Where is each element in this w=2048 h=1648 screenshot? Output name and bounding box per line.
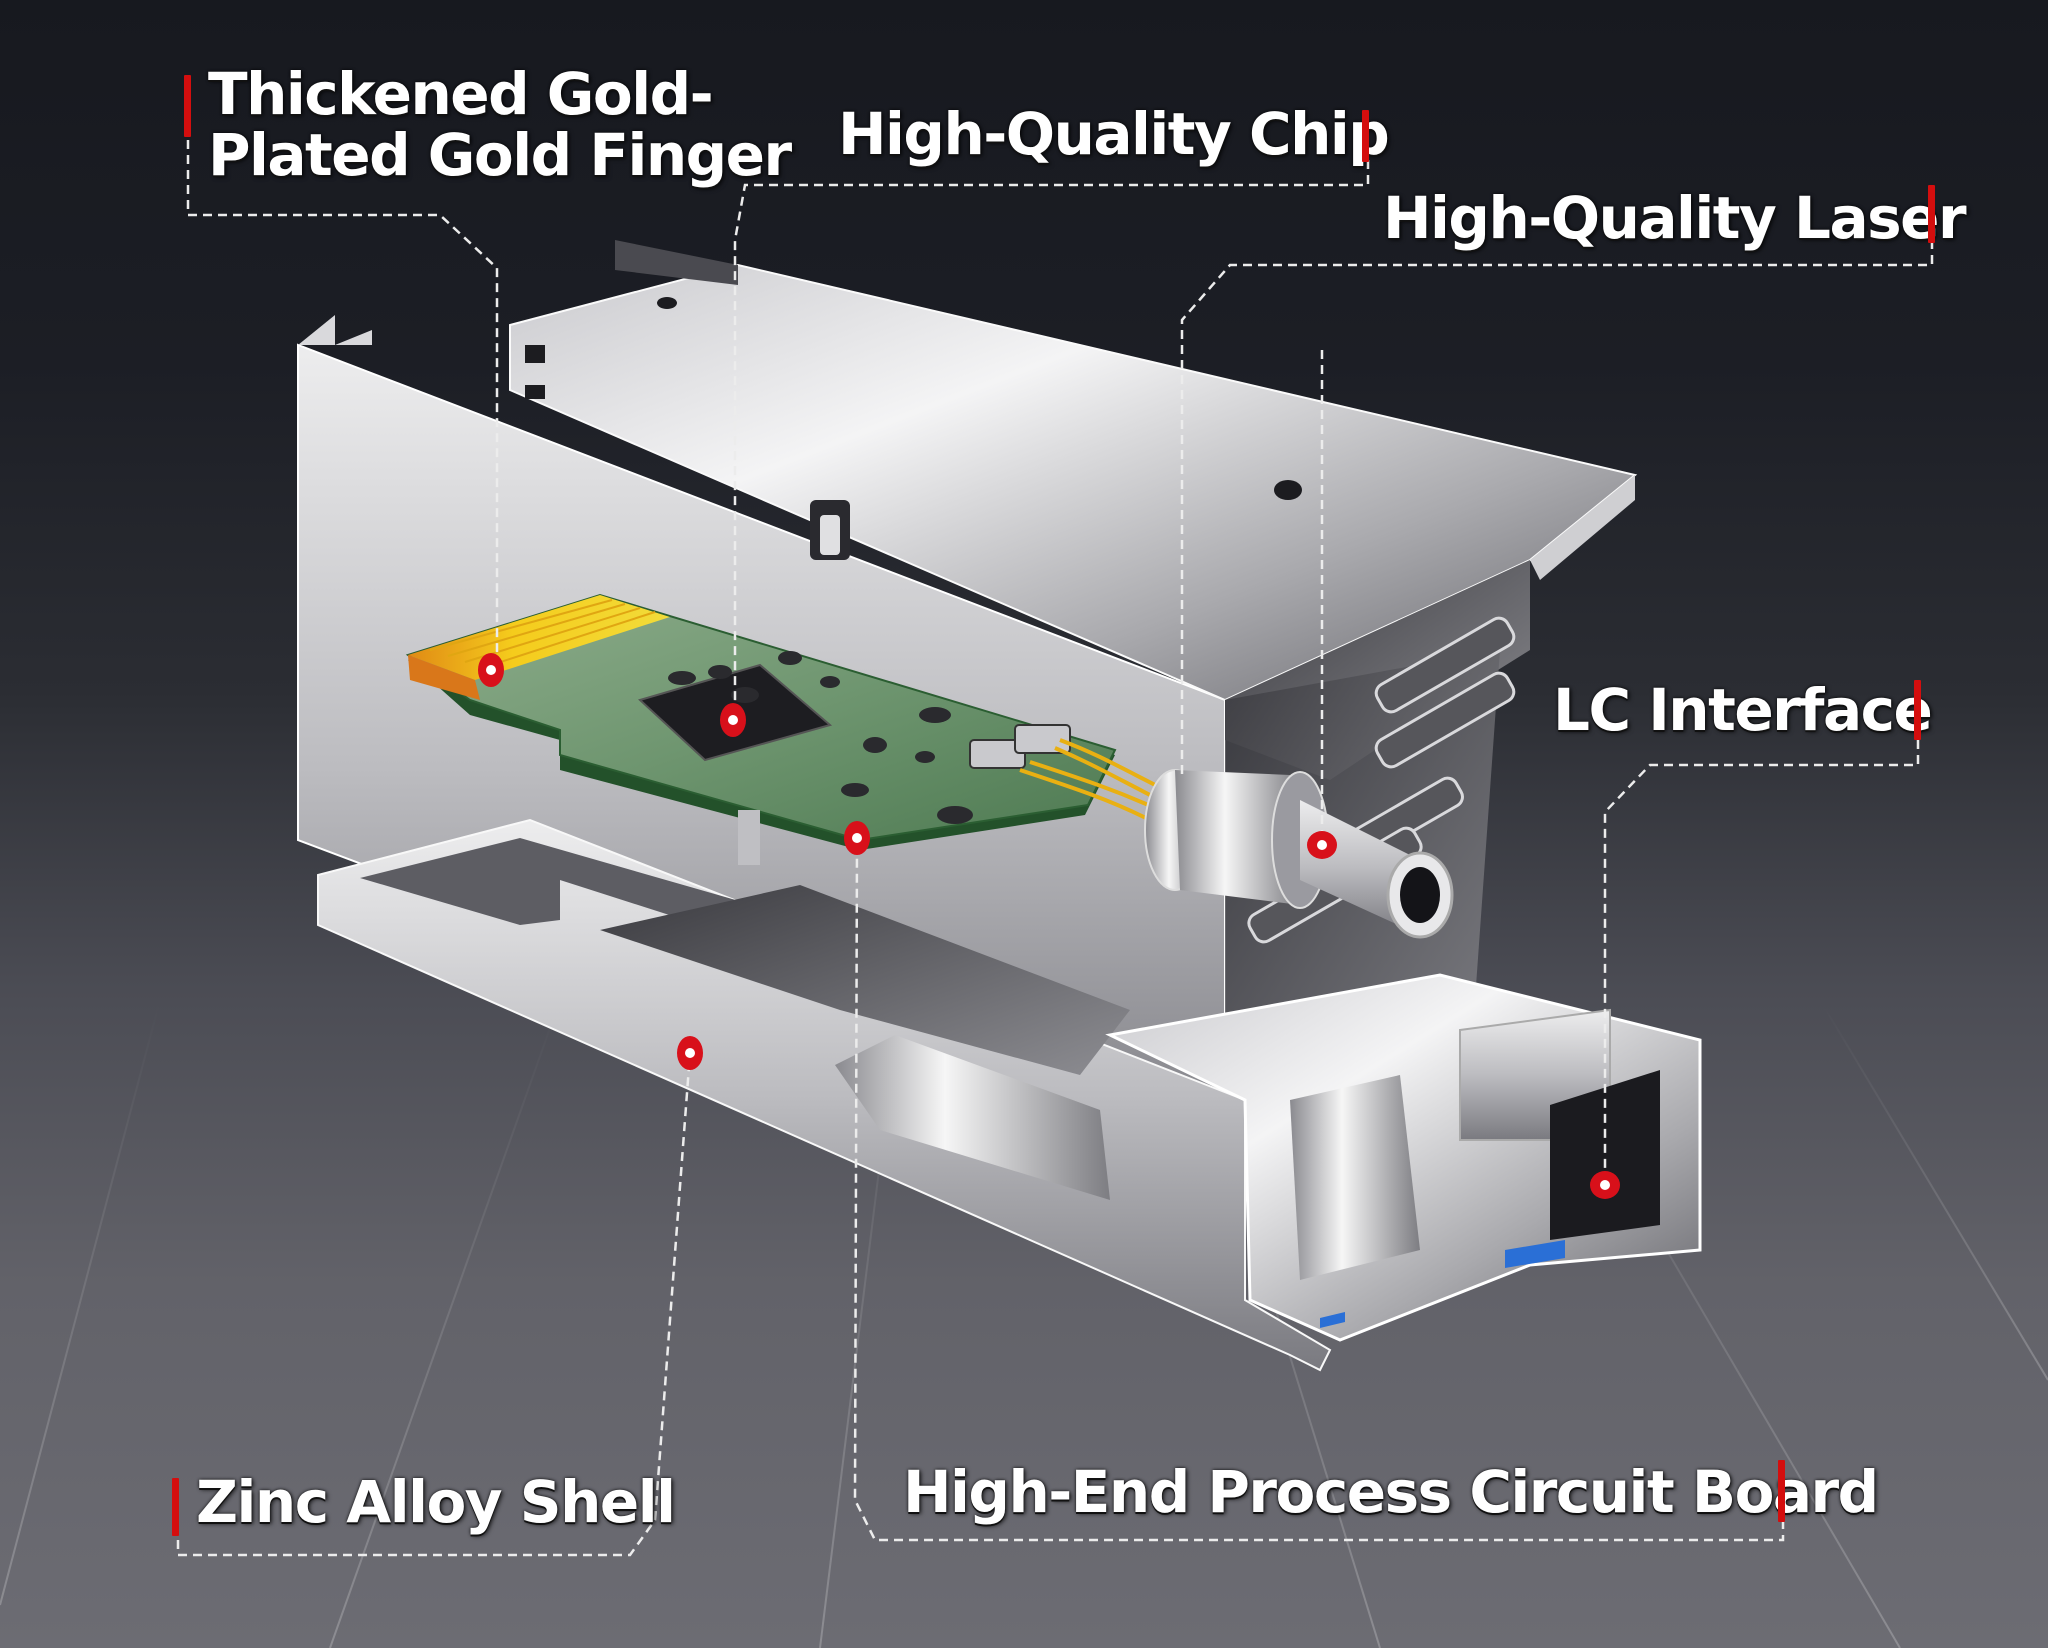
callout-gold-finger-line-2: Plated Gold Finger [208,120,792,189]
circuit-board [405,593,1166,865]
leader-laser [1180,240,1934,780]
callout-lc-interface: LC Interface [1553,676,1933,744]
markers [478,653,1620,1199]
leader-circuit-board [853,837,1785,1542]
leader-chip [733,160,1370,720]
callout-circuit-board: High-End Process Circuit Board [903,1458,1879,1526]
callout-laser: High-Quality Laser [1383,184,1967,252]
marker-laser-icon [1307,831,1337,859]
callout-gold-finger-line-1: Thickened Gold- [208,60,714,128]
leader-gold-finger [186,140,499,670]
callout-chip: High-Quality Chip [838,100,1390,168]
marker-lc-interface-icon [1590,1171,1620,1199]
leader-lines [176,140,1934,1557]
accent-bar-laser [1928,185,1935,243]
floor-grid [0,999,2048,1648]
marker-circuit-board-icon [844,821,870,855]
leader-lc-interface [1603,740,1920,1185]
marker-gold-finger-icon [478,653,504,687]
marker-zinc-shell-icon [677,1036,703,1070]
accent-bar-chip [1362,110,1369,162]
callout-zinc-shell: Zinc Alloy Shell [196,1468,676,1536]
accent-bar-lc-interface [1914,680,1921,740]
bottom-shell [317,818,1702,1372]
accent-bar-gold-finger [184,75,191,137]
callout-gold-finger: Thickened Gold- Plated Gold Finger [208,60,792,189]
accent-bar-circuit-board [1778,1460,1785,1522]
accent-bar-zinc-shell [172,1478,179,1536]
leader-zinc-shell [176,1052,692,1557]
marker-chip-icon [720,703,746,737]
